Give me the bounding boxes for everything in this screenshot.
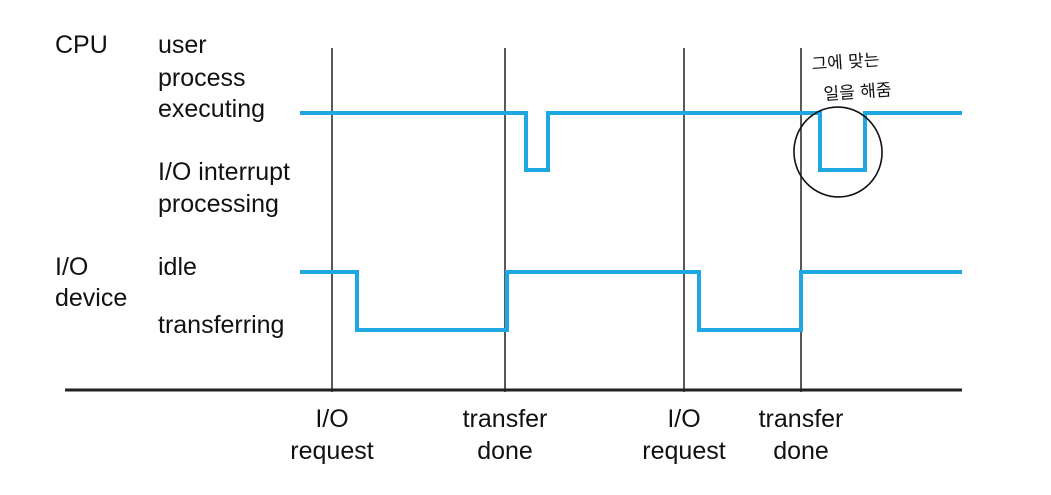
- io-label-line-2: device: [55, 284, 127, 312]
- cpu-label: CPU: [55, 31, 108, 59]
- cpu-state-user-line-1: user: [158, 31, 207, 59]
- io-state-idle: idle: [158, 253, 197, 281]
- event-label-4-line-1: transfer: [759, 405, 844, 433]
- annotation-line-2: 일을 해줌: [823, 80, 892, 105]
- cpu-state-interrupt-line-2: processing: [158, 190, 279, 218]
- io-waveform: [300, 270, 962, 332]
- event-label-1-line-1: I/O: [315, 405, 348, 433]
- event-label-1-line-2: request: [290, 437, 373, 465]
- event-label-2-line-2: done: [477, 437, 533, 465]
- event-label-3-line-2: request: [642, 437, 725, 465]
- cpu-waveform: [300, 111, 962, 172]
- io-state-transferring: transferring: [158, 311, 284, 339]
- annotation-circle: [793, 106, 883, 198]
- cpu-state-user-line-2: process: [158, 64, 246, 92]
- cpu-state-interrupt-line-1: I/O interrupt: [158, 158, 290, 186]
- cpu-state-user-line-3: executing: [158, 95, 265, 123]
- event-label-3-line-1: I/O: [667, 405, 700, 433]
- event-label-2-line-1: transfer: [463, 405, 548, 433]
- io-label-line-1: I/O: [55, 253, 88, 281]
- annotation-line-1: 그에 맞는: [811, 50, 880, 75]
- event-label-4-line-2: done: [773, 437, 829, 465]
